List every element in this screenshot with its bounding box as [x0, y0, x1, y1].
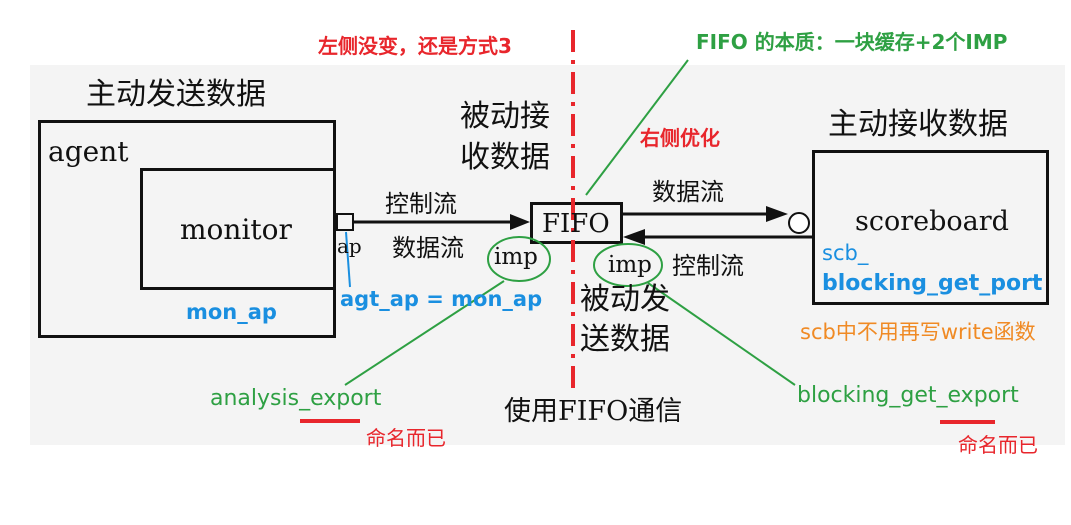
- control-flow-label-right: 控制流: [672, 252, 744, 280]
- imp-left-ellipse: [487, 236, 551, 282]
- naming-note-right: 命名而已: [958, 433, 1038, 457]
- monitor-box: [140, 168, 336, 290]
- figure-background: [30, 65, 1065, 445]
- left-unchanged-note: 左侧没变，还是方式3: [318, 34, 512, 58]
- scoreboard-label: scoreboard: [855, 206, 1009, 237]
- fifo-label: FIFO: [542, 209, 610, 239]
- scb-no-write-note: scb中不用再写write函数: [800, 320, 1036, 344]
- control-flow-arrowhead-left: [510, 214, 530, 230]
- active-recv-title: 主动接收数据: [828, 107, 1008, 142]
- active-send-title: 主动发送数据: [86, 77, 266, 112]
- ap-label: ap: [337, 234, 362, 258]
- imp-left-label: imp: [494, 244, 538, 270]
- imp-right-ellipse: [593, 243, 663, 287]
- mon-ap-label: mon_ap: [186, 300, 277, 324]
- analysis-export-pointer: [344, 280, 505, 386]
- fifo-essence-note: FIFO 的本质：一块缓存+2个IMP: [696, 30, 1008, 54]
- agent-label: agent: [48, 135, 129, 168]
- ap-pointer: [345, 231, 351, 288]
- passive-send-line1: 被动发: [580, 282, 670, 317]
- monitor-label: monitor: [180, 213, 292, 246]
- fifo-box: [530, 202, 623, 244]
- scb-prefix-label: scb_: [822, 241, 869, 265]
- scb-port-label: blocking_get_port: [822, 271, 1043, 296]
- scoreboard-port: [788, 212, 810, 234]
- passive-recv-line2: 收数据: [460, 140, 550, 175]
- imp-right-label: imp: [608, 252, 652, 278]
- passive-send-line2: 送数据: [580, 322, 670, 357]
- agent-box: [38, 120, 336, 338]
- agt-ap-label: agt_ap = mon_ap: [340, 287, 543, 311]
- blocking-get-export-pointer: [647, 282, 796, 386]
- right-optimize-note: 右侧优化: [640, 126, 720, 150]
- control-flow-label-left: 控制流: [385, 190, 457, 218]
- ap-port: [336, 213, 354, 231]
- blocking-get-export-label: blocking_get_export: [797, 383, 1019, 408]
- scoreboard-box: [812, 150, 1049, 305]
- data-flow-label-right: 数据流: [652, 178, 724, 206]
- fifo-note-pointer: [585, 59, 689, 196]
- passive-recv-line1: 被动接: [460, 99, 550, 134]
- data-flow-label-left: 数据流: [392, 234, 464, 262]
- analysis-export-label: analysis_export: [210, 386, 382, 411]
- control-flow-arrowhead-right: [623, 229, 645, 245]
- naming-note-left: 命名而已: [366, 426, 446, 450]
- use-fifo-caption: 使用FIFO通信: [504, 396, 683, 427]
- data-flow-arrowhead-right: [766, 206, 788, 222]
